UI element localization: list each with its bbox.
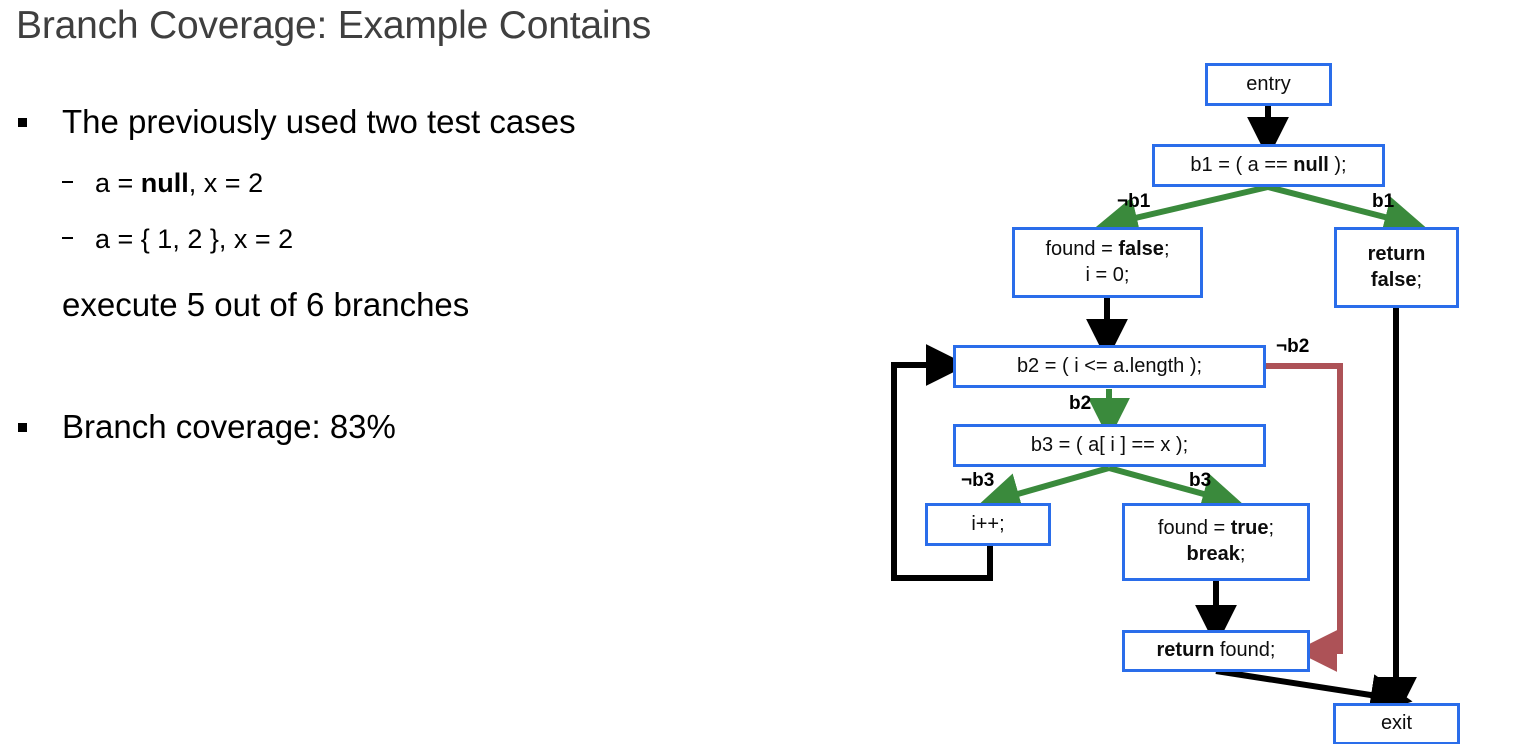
cfg-node-increment-label: i++; (971, 512, 1005, 535)
b1-expr-keyword: null (1293, 153, 1329, 176)
cfg-node-exit[interactable]: exit (1333, 703, 1460, 744)
cfg-node-entry[interactable]: entry (1205, 63, 1332, 106)
init-assign-suffix: ; (1163, 237, 1170, 260)
cfg-node-b1[interactable]: b1 = ( a == null ); (1152, 144, 1385, 187)
cfg-node-increment[interactable]: i++; (925, 503, 1051, 546)
cfg-node-b2-label: b2 = ( i <= a.length ); (1016, 354, 1203, 377)
cfg-node-b1-label: b1 = ( a == null ); (1190, 153, 1346, 179)
bullet-item-1: The previously used two test cases (18, 103, 576, 141)
bullet-item-1-label: The previously used two test cases (62, 103, 576, 140)
cfg-node-return-false[interactable]: return false; (1334, 227, 1459, 308)
cfg-node-return-found[interactable]: return found; (1122, 630, 1310, 672)
init-assign-prefix: found = (1045, 237, 1119, 260)
cfg-node-init-line2: i = 0; (1085, 263, 1130, 286)
cfg-node-return-false-line1: return (1367, 242, 1426, 265)
cfg-node-b3-label: b3 = ( a[ i ] == x ); (1030, 433, 1189, 456)
edge-label-not-b2: ¬b2 (1276, 336, 1310, 357)
bullet-item-2-label: a = null, x = 2 (95, 168, 263, 199)
b1-expr-suffix: ); (1328, 153, 1347, 176)
cfg-node-found-true[interactable]: found = true; break; (1122, 503, 1310, 581)
edge-b2-to-return-found-uncovered (1266, 363, 1343, 672)
edge-return-found-to-exit (1215, 668, 1413, 716)
square-bullet-icon (18, 408, 62, 446)
cfg-node-return-found-label: return found; (1157, 638, 1276, 664)
test-case-1-keyword: null (140, 168, 189, 198)
return-false-keyword: false (1370, 268, 1417, 291)
return-found-keyword: return (1156, 639, 1215, 662)
cfg-node-b2[interactable]: b2 = ( i <= a.length ); (953, 345, 1266, 388)
bullet-item-4: execute 5 out of 6 branches (62, 286, 469, 324)
found-true-assign-keyword: true (1230, 517, 1269, 540)
found-true-assign-suffix: ; (1268, 517, 1275, 540)
dash-bullet-icon (62, 224, 95, 255)
page-title: Branch Coverage: Example Contains (16, 4, 652, 47)
break-semicolon: ; (1239, 543, 1246, 565)
bullet-item-5-label: Branch coverage: 83% (62, 408, 396, 445)
return-false-semicolon: ; (1416, 268, 1423, 291)
test-case-1-prefix: a = (95, 168, 141, 198)
edge-b3-to-incr (978, 465, 1110, 514)
edge-label-not-b1: ¬b1 (1117, 191, 1151, 212)
dash-bullet-icon (62, 168, 95, 199)
cfg-node-found-true-line2: break; (1187, 542, 1246, 568)
edge-b1-to-init (1095, 184, 1269, 239)
bullet-item-2: a = null, x = 2 (62, 168, 263, 199)
cfg-node-found-true-line1: found = true; (1158, 516, 1274, 542)
edge-incr-to-b2-loopback (891, 344, 993, 581)
edge-b1-to-return-false (1267, 184, 1427, 238)
cfg-node-return-false-line2: false; (1371, 268, 1422, 294)
cfg-node-exit-label: exit (1380, 712, 1413, 735)
init-assign-keyword: false (1118, 237, 1164, 260)
b1-expr-prefix: b1 = ( a == (1190, 153, 1294, 176)
bullet-item-5: Branch coverage: 83% (18, 408, 396, 446)
break-keyword: break (1186, 543, 1240, 565)
cfg-node-init[interactable]: found = false; i = 0; (1012, 227, 1203, 298)
edge-label-not-b3: ¬b3 (961, 470, 995, 491)
bullet-item-4-label: execute 5 out of 6 branches (62, 286, 470, 323)
cfg-node-entry-label: entry (1246, 72, 1291, 95)
test-case-1-suffix: , x = 2 (188, 168, 264, 198)
bullet-item-3: a = { 1, 2 }, x = 2 (62, 224, 293, 255)
return-found-value: found; (1214, 639, 1276, 662)
edge-b3-to-found-true (1108, 465, 1244, 515)
edge-label-b2: b2 (1069, 393, 1092, 414)
found-true-assign-prefix: found = (1157, 517, 1231, 540)
edge-label-b1: b1 (1372, 191, 1395, 212)
bullet-item-3-label: a = { 1, 2 }, x = 2 (95, 224, 294, 254)
cfg-node-init-line1: found = false; (1046, 237, 1170, 263)
square-bullet-icon (18, 103, 62, 141)
edge-label-b3: b3 (1189, 470, 1212, 491)
cfg-node-b3[interactable]: b3 = ( a[ i ] == x ); (953, 424, 1266, 467)
